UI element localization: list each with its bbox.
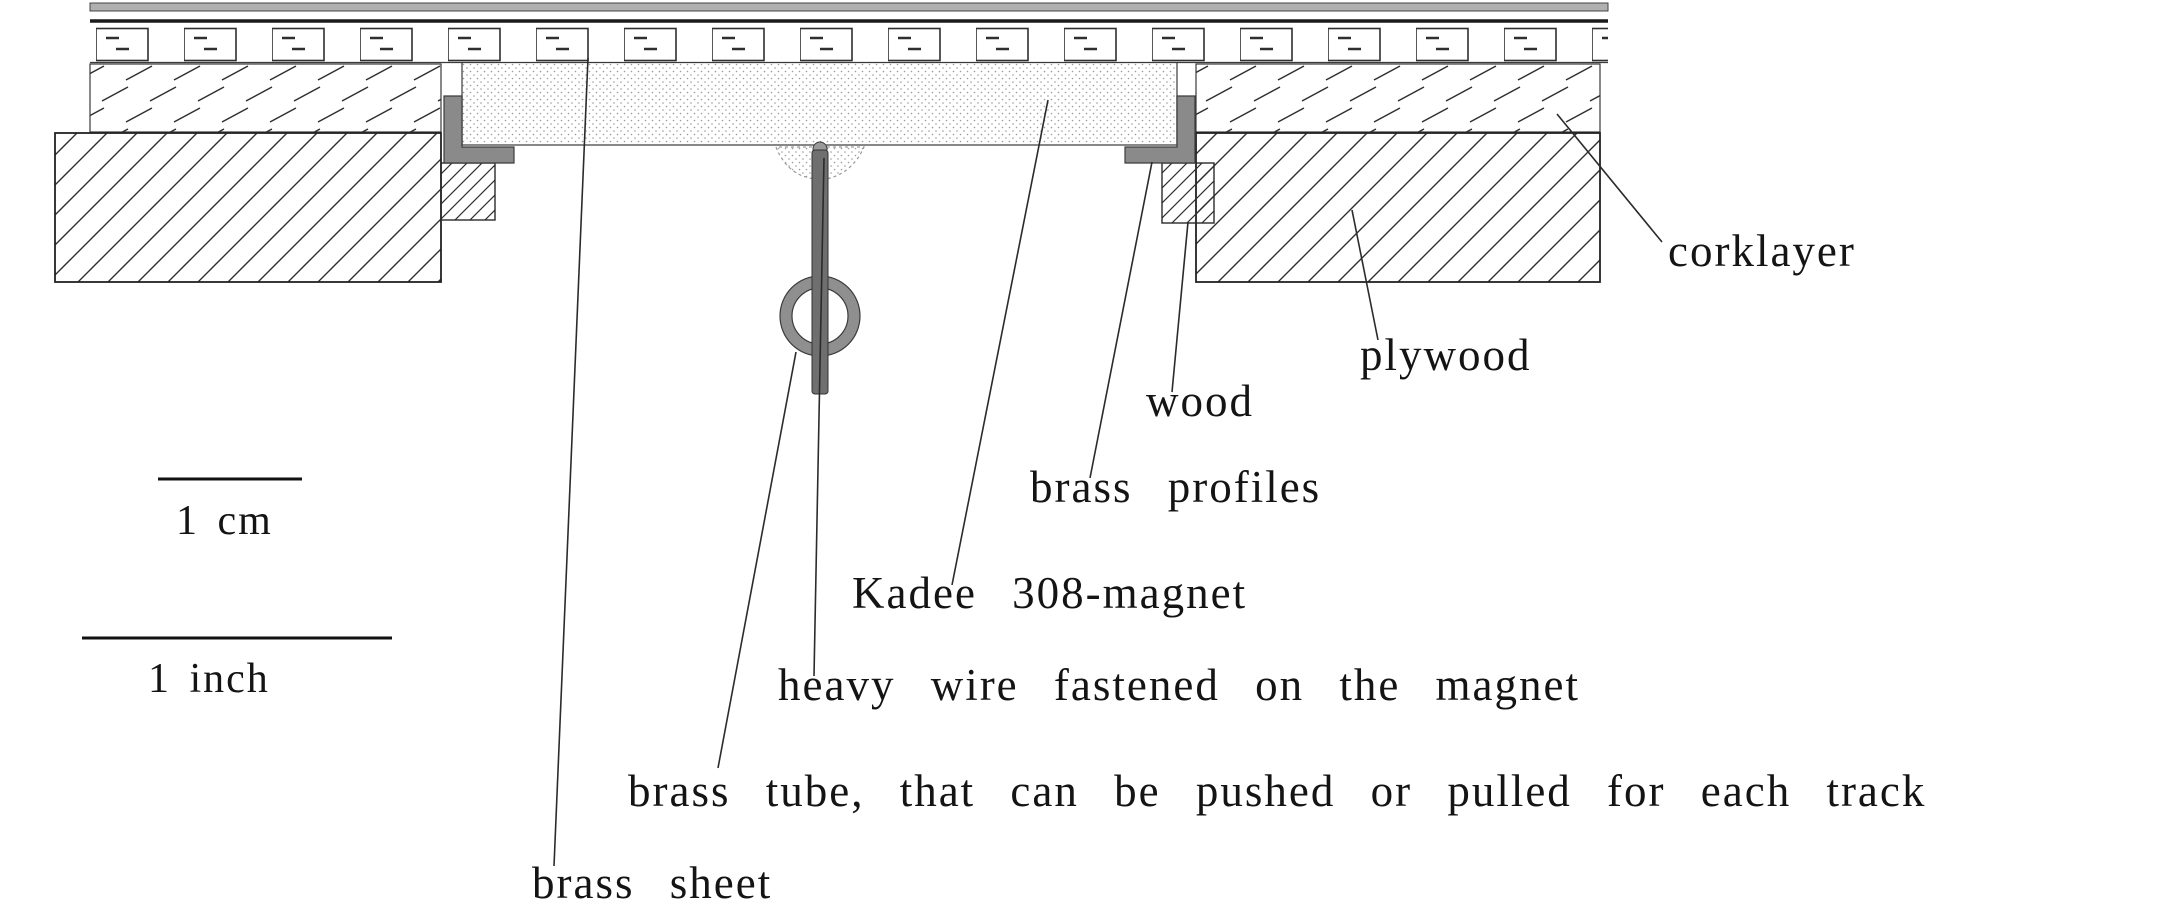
scale-label-inch: 1 inch: [148, 656, 270, 702]
leader-heavy-wire: [813, 157, 825, 677]
plywood-layer: [54, 132, 1601, 283]
leader-brass-tube: [717, 351, 797, 769]
scale-label-cm: 1 cm: [176, 498, 273, 544]
labels: corklayer plywood wood brass profiles Ka…: [532, 226, 1926, 908]
rail-band: [89, 2, 1609, 12]
label-heavy-wire: heavy wire fastened on the magnet: [778, 660, 1580, 710]
leader-wood: [1171, 221, 1189, 393]
scale-bars: 1 cm 1 inch: [82, 477, 392, 702]
leader-brass-profiles: [1089, 161, 1153, 479]
cork-layer: [89, 63, 1601, 133]
label-plywood: plywood: [1360, 330, 1532, 380]
plywood-left: [54, 132, 442, 283]
brass-profile-right: [1124, 95, 1196, 164]
label-kadee-magnet: Kadee 308-magnet: [852, 568, 1247, 618]
kadee-magnet-shape: [461, 61, 1178, 146]
leader-lines: [553, 57, 1663, 867]
label-corklayer: corklayer: [1668, 226, 1856, 276]
cork-right: [1195, 63, 1601, 133]
label-wood: wood: [1146, 376, 1254, 426]
plywood-right: [1195, 132, 1601, 283]
cork-left: [89, 63, 442, 133]
brass-profiles-shape: [443, 95, 1196, 164]
brass-profile-left: [443, 95, 515, 164]
label-brass-profiles: brass profiles: [1030, 462, 1321, 512]
leader-kadee-magnet: [951, 99, 1049, 586]
leader-brass-sheet: [553, 57, 589, 867]
track-rails: [89, 2, 1609, 23]
ties-band: [90, 27, 1608, 62]
leader-corklayer: [1556, 113, 1663, 243]
ties-layer: [90, 27, 1608, 64]
leader-plywood: [1351, 209, 1379, 341]
wood-blocks: [440, 162, 1215, 224]
magnet-body: [461, 61, 1178, 146]
wood-block-right: [1161, 162, 1215, 224]
label-brass-tube: brass tube, that can be pushed or pulled…: [628, 766, 1926, 816]
wood-block-left: [440, 162, 496, 221]
label-brass-sheet: brass sheet: [532, 858, 772, 908]
